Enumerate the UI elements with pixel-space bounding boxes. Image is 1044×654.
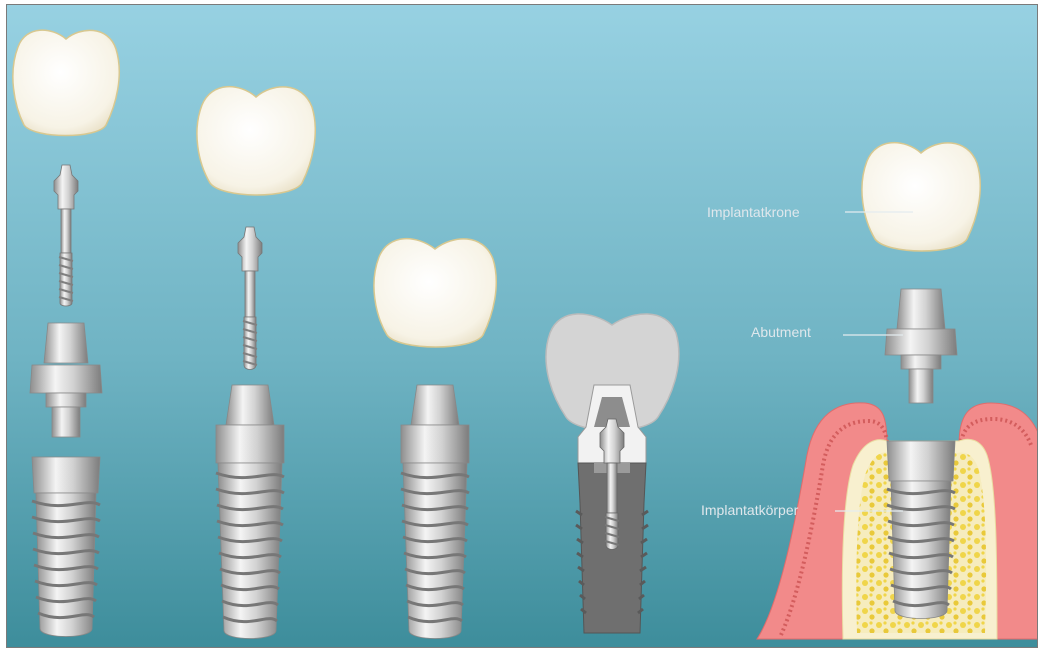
threaded-implant-body-icon: [401, 385, 469, 639]
tooth-crown-icon: [374, 239, 496, 347]
tooth-crown-icon: [862, 143, 980, 251]
threaded-implant-body-icon: [887, 441, 955, 619]
threaded-implant-body-icon: [216, 385, 284, 639]
tooth-crown-icon: [197, 87, 315, 195]
crown-label: Implantatkrone: [707, 204, 800, 220]
implant-illustration: Implantatkrone Abutment Implantatkörper: [6, 4, 1038, 648]
tooth-crown-icon: [13, 30, 119, 135]
threaded-implant-body-icon: [32, 457, 100, 637]
abutment-label: Abutment: [751, 324, 811, 340]
implant-body-label: Implantatkörper: [701, 502, 799, 518]
